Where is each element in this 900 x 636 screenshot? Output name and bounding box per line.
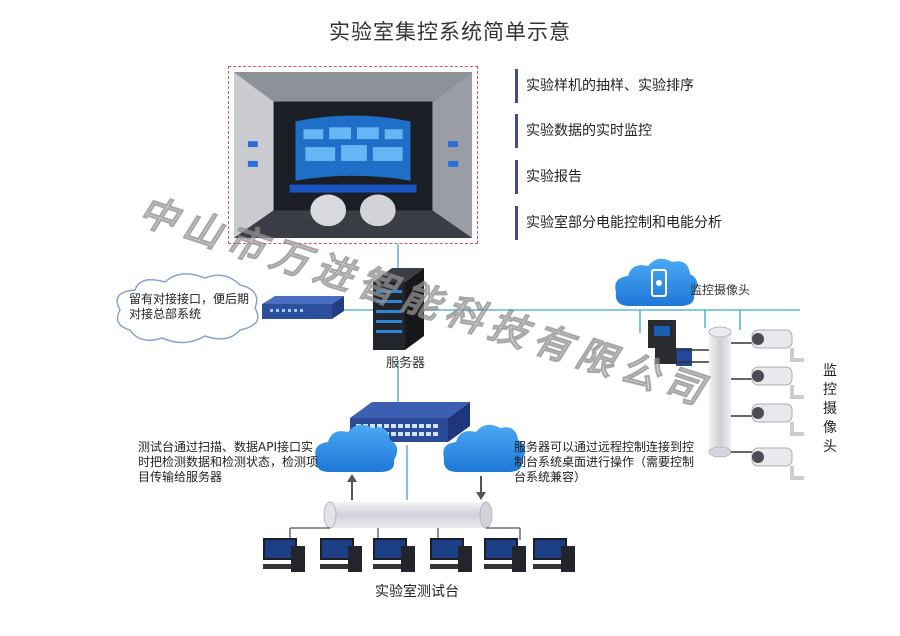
camera-cloud-icon [615,258,698,306]
test-bench-computers [263,538,575,572]
feature-item-monitoring: 实验数据的实时监控 [515,114,856,148]
lab-photo [228,66,478,244]
download-cloud-icon [443,424,526,500]
camera-pipe-icon [678,326,754,458]
test-bench-label: 实验室测试台 [375,584,459,600]
interface-note: 留有对接接口，便后期对接总部系统 [129,292,250,321]
nvr-icon [648,320,692,366]
camera-icons [751,329,804,480]
upload-cloud-icon [315,424,398,500]
router-icon [246,296,344,319]
camera-cloud-label: 监控摄像头 [690,283,751,297]
interface-cloud-icon [116,273,259,344]
connection-lines [340,244,800,500]
feature-item-sampling: 实验样机的抽样、实验排序 [515,69,856,103]
feature-item-power: 实验室部分电能控制和电能分析 [515,206,856,240]
server-icon [373,268,424,350]
data-pipe-icon [289,501,521,540]
left-note: 测试台通过扫描、数据API接口实时把检测数据和检测状态，检测项目传输给服务器 [138,440,319,484]
right-note: 服务器可以通过远程控制连接到控制台系统桌面进行操作（需要控制台系统兼容） [514,440,695,484]
page-title: 实验室集控系统简单示意 [329,20,571,44]
camera-side-label: 监控摄像头 [823,363,837,455]
server-label: 服务器 [386,356,426,371]
lab-control-room-image [234,72,472,238]
feature-item-report: 实验报告 [515,160,856,194]
